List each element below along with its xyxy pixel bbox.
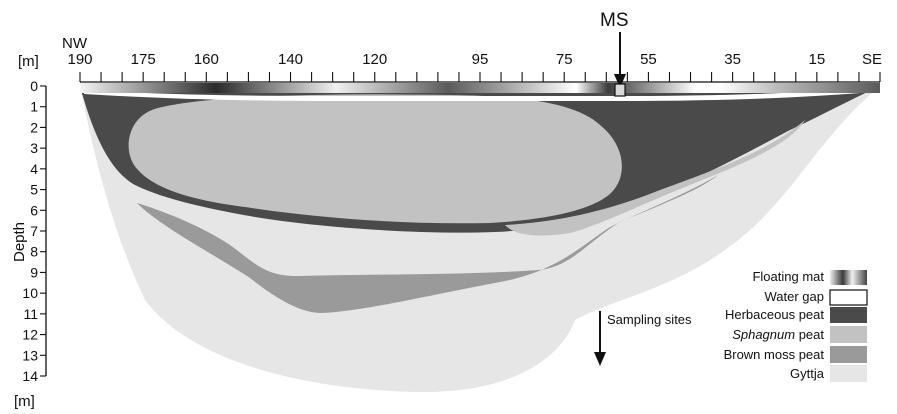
- depth-tick-label: 1: [30, 99, 38, 115]
- sampling-sites-label: Sampling sites: [607, 312, 692, 327]
- distance-tick-label: 75: [556, 51, 573, 68]
- legend-item-sphagnum-peat: Sphagnum peat: [732, 326, 867, 343]
- distance-minor-ticks: [79, 72, 881, 82]
- legend-label-brown-moss-peat: Brown moss peat: [724, 347, 825, 362]
- sphagnum-peat-layer: [128, 94, 622, 224]
- distance-tick-label: 55: [640, 51, 657, 68]
- depth-tick-label: 10: [22, 285, 38, 301]
- depth-tick-label: 5: [30, 182, 38, 198]
- depth-tick-label: 2: [30, 119, 38, 135]
- legend-label-sphagnum-rest: peat: [795, 327, 824, 342]
- legend-swatch-floating-mat: [830, 270, 867, 285]
- distance-axis: 190 175 160 140 120 95 75 55 35 15 NW SE [m] MS: [18, 10, 882, 97]
- ms-arrow-head: [614, 74, 626, 88]
- depth-tick-label: 3: [30, 140, 38, 156]
- water-gap-layer: [84, 88, 872, 101]
- distance-tick-label: 35: [724, 51, 741, 68]
- legend-swatch-sphagnum-peat: [830, 326, 867, 343]
- depth-tick-label: 4: [30, 161, 38, 177]
- legend-item-floating-mat: Floating mat: [752, 269, 867, 285]
- depth-tick-label: 11: [23, 306, 38, 322]
- legend-label-sphagnum-italic: Sphagnum: [732, 327, 795, 342]
- floating-mat-layer: [80, 83, 880, 93]
- sampling-arrow-head: [594, 352, 606, 366]
- legend-swatch-herbaceous-peat: [830, 307, 867, 323]
- nw-label: NW: [62, 35, 88, 52]
- depth-axis-label: Depth: [11, 222, 28, 262]
- se-label: SE: [862, 51, 882, 68]
- legend-label-sphagnum-peat: Sphagnum peat: [732, 327, 824, 342]
- legend-label-floating-mat: Floating mat: [752, 269, 824, 284]
- distance-tick-label: 95: [472, 51, 489, 68]
- distance-tick-label: 120: [362, 51, 387, 68]
- depth-tick-label: 6: [30, 202, 38, 218]
- depth-tick-label: 9: [30, 264, 38, 280]
- depth-tick-label: 7: [30, 223, 38, 239]
- depth-tick-label: 8: [30, 244, 38, 260]
- legend-swatch-gyttja: [830, 365, 867, 382]
- depth-tick-label: 0: [30, 78, 38, 94]
- cross-section-layers: [80, 83, 880, 393]
- sampling-sites-key: Sampling sites: [594, 311, 692, 366]
- legend-swatch-brown-moss-peat: [830, 346, 867, 363]
- distance-tick-labels: 190 175 160 140 120 95 75 55 35 15: [67, 51, 825, 68]
- legend-item-herbaceous-peat: Herbaceous peat: [725, 307, 867, 323]
- legend-label-water-gap: Water gap: [765, 289, 825, 304]
- depth-tick-label: 13: [22, 347, 38, 363]
- brown-moss-peat-layer: [137, 175, 718, 313]
- distance-tick-label: 160: [194, 51, 219, 68]
- legend-label-gyttja: Gyttja: [790, 366, 825, 381]
- sphagnum-peat-lower-band: [505, 120, 805, 236]
- distance-tick-label: 190: [67, 51, 92, 68]
- legend-item-gyttja: Gyttja: [790, 365, 867, 382]
- legend-swatch-water-gap: [829, 289, 868, 306]
- ms-sample-marker: [614, 83, 626, 97]
- legend-item-brown-moss-peat: Brown moss peat: [724, 346, 867, 363]
- ms-label: MS: [600, 10, 629, 31]
- legend: Floating mat Water gap Herbaceous peat S…: [724, 269, 868, 382]
- distance-tick-label: 140: [278, 51, 303, 68]
- bottom-unit-label: [m]: [14, 393, 35, 410]
- top-unit-label: [m]: [18, 53, 39, 70]
- depth-tick-label: 14: [22, 368, 38, 384]
- legend-item-water-gap: Water gap: [765, 289, 868, 306]
- distance-tick-label: 15: [808, 51, 825, 68]
- depth-tick-label: 12: [22, 327, 38, 343]
- legend-label-herbaceous-peat: Herbaceous peat: [725, 307, 824, 322]
- distance-tick-label: 175: [131, 51, 156, 68]
